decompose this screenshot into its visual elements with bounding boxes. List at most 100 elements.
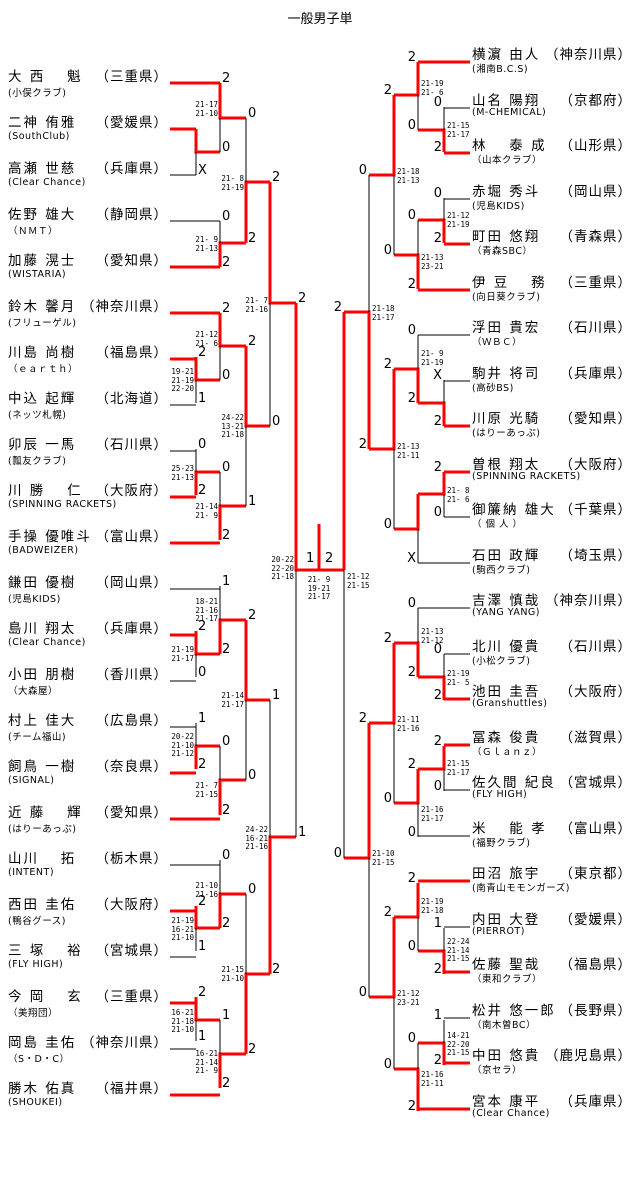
games-won-count: 2: [433, 734, 442, 749]
games-won-count: 2: [248, 1042, 257, 1057]
player-prefecture: （福島県）: [559, 957, 632, 973]
player-club: (児島KIDS): [472, 201, 525, 212]
player-entry-right: 北川 優貴（石川県）(小松クラブ): [472, 635, 632, 669]
match-score: 14-21 22-20 21-15: [447, 1031, 470, 1057]
player-entry-right: 内田 大登（愛媛県）(PIERROT): [472, 908, 632, 942]
games-won-count: 2: [358, 711, 367, 726]
match-score: 20-22 22-20 21-18: [271, 555, 294, 581]
player-name: 手操 優唯斗: [8, 529, 92, 545]
games-won-count: 0: [407, 208, 416, 223]
player-club: (Granshuttles): [472, 698, 548, 709]
player-name: 曽根 翔太: [472, 457, 541, 473]
player-club: (FLY HIGH): [472, 789, 528, 800]
player-club: (PIERROT): [472, 926, 525, 937]
player-entry-right: 石田 政輝（埼玉県）(駒西クラブ): [472, 544, 632, 578]
match-score: 21-19 21-17: [171, 645, 194, 663]
player-prefecture: （大阪府）: [559, 457, 632, 473]
player-prefecture: （福井県）: [95, 1081, 168, 1097]
player-name: 冨森 俊貴: [472, 730, 541, 746]
match-score: 21-10 21-15: [372, 849, 395, 867]
match-score: 21-13 21-11: [397, 442, 420, 460]
player-entry-right: 横濵 由人（神奈川県）(湘南B.C.S): [472, 43, 632, 77]
match-score: 24-22 16-21 21-16: [245, 825, 268, 851]
match-score: 25-23 21-13: [171, 464, 194, 482]
match-score: 21-18 21-17: [372, 304, 395, 322]
match-score: 16-21 21-14 21- 9: [195, 1049, 218, 1075]
games-won-count: 0: [383, 791, 392, 806]
match-score: 21-15 21-17: [447, 121, 470, 139]
winner-path: [194, 997, 220, 1022]
winner-path: [369, 917, 396, 999]
match-score: 21- 8 21-19: [221, 174, 244, 192]
player-entry-right: 伊 豆 務（三重県）(向日葵クラブ): [472, 271, 632, 305]
player-name: 勝木 佑真: [8, 1081, 77, 1097]
winner-path: [344, 723, 371, 860]
winner-path: [369, 95, 396, 177]
player-prefecture: （兵庫県）: [559, 366, 632, 382]
games-won-count: 0: [407, 596, 416, 611]
player-name: 佐久間 紀良: [472, 775, 556, 791]
winner-path: [344, 310, 371, 449]
player-name: 赤堀 秀斗: [472, 184, 541, 200]
games-won-count: 2: [383, 83, 392, 98]
games-won-count: 2: [358, 437, 367, 452]
player-name: 二神 侑雅: [8, 115, 77, 131]
match-score: 21-16 21-11: [421, 1070, 444, 1088]
games-won-count: 0: [407, 323, 416, 338]
winner-path: [394, 883, 420, 919]
games-won-count: 0: [433, 95, 442, 110]
games-won-count: 0: [248, 768, 257, 783]
player-club: (駒西クラブ): [472, 565, 531, 576]
page-title: 一般男子単: [287, 12, 353, 27]
player-prefecture: （三重県）: [95, 69, 168, 85]
player-prefecture: （愛知県）: [95, 253, 168, 269]
player-name: 山川 拓: [8, 851, 77, 867]
player-entry-right: 冨森 俊貴（滋賀県）（Ｇｌａｎｚ）: [472, 726, 632, 760]
games-won-count: 1: [198, 711, 207, 726]
player-name: 横濵 由人: [472, 47, 541, 63]
player-entry-left: 川 勝 仁（大阪府）(SPINNING RACKETS): [8, 479, 168, 513]
player-prefecture: （宮城県）: [95, 943, 168, 959]
player-club: (SPINNING RACKETS): [472, 471, 581, 482]
games-won-count: 2: [222, 528, 231, 543]
games-won-count: 2: [222, 803, 231, 818]
player-prefecture: （愛知県）: [95, 805, 168, 821]
player-prefecture: （神奈川県）: [545, 593, 632, 609]
match-score: 21- 8 21- 6: [447, 486, 470, 504]
games-won-count: 2: [222, 301, 231, 316]
games-won-count: 1: [433, 916, 442, 931]
games-won-count: 2: [407, 1099, 416, 1114]
match-score: 22-24 21-14 21-15: [447, 937, 470, 963]
winner-path: [194, 129, 220, 154]
games-won-count: 2: [407, 391, 416, 406]
player-name: 吉澤 慎哉: [472, 593, 541, 609]
player-name: 林 泰 成: [472, 138, 547, 154]
player-name: 鎌田 優樹: [8, 575, 77, 591]
games-won-count: 2: [407, 665, 416, 680]
games-won-count: 2: [433, 1053, 442, 1068]
player-club: （ 個 人 ）: [472, 519, 523, 530]
games-won-count: 2: [325, 551, 334, 566]
games-won-count: 0: [433, 505, 442, 520]
player-name: 島川 翔太: [8, 621, 77, 637]
player-prefecture: （石川県）: [559, 639, 632, 655]
games-won-count: 2: [248, 608, 257, 623]
player-prefecture: （大阪府）: [559, 684, 632, 700]
games-won-count: 1: [306, 551, 315, 566]
player-name: 伊 豆 務: [472, 275, 547, 291]
player-entry-left: 二神 侑雅（愛媛県）(SouthClub): [8, 111, 168, 145]
player-club: （S・D・C）: [8, 1054, 70, 1065]
games-won-count: 0: [407, 939, 416, 954]
games-won-count: 2: [222, 255, 231, 270]
player-prefecture: （香川県）: [95, 667, 168, 683]
player-club: (小松クラブ): [472, 656, 531, 667]
player-club: (フリューゲル): [8, 318, 77, 329]
match-score: 21-13 21-12: [421, 627, 444, 645]
player-name: 駒井 将司: [472, 366, 541, 382]
games-won-count: 2: [198, 345, 207, 360]
player-club: (INTENT): [8, 867, 55, 878]
winner-path: [369, 369, 396, 451]
games-won-count: 2: [198, 985, 207, 1000]
games-won-count: 0: [198, 665, 207, 680]
games-won-count: 2: [383, 905, 392, 920]
